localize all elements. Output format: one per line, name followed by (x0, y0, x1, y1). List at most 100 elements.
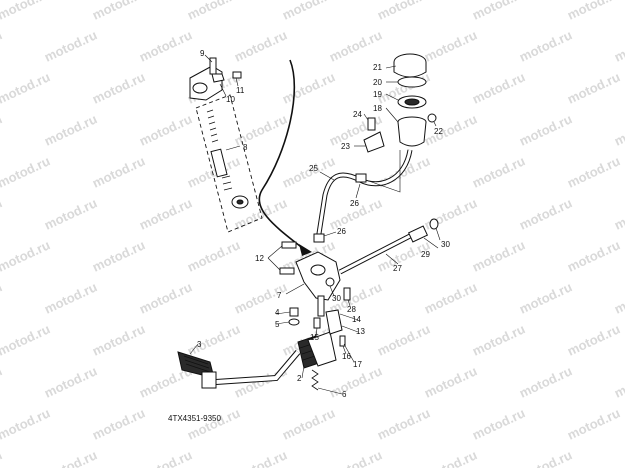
spring-6 (311, 369, 319, 391)
callout-30-upper: 30 (441, 240, 450, 249)
watermark-text: motod.ru (0, 153, 52, 190)
callout-11: 11 (236, 86, 245, 95)
washer-30 (429, 218, 439, 230)
watermark-text: motod.ru (90, 237, 147, 274)
reservoir-body (397, 121, 427, 147)
watermark-text: motod.ru (517, 279, 574, 316)
watermark-text: motod.ru (90, 0, 147, 23)
watermark-text: motod.ru (470, 0, 527, 23)
watermark-text: motod.ru (470, 153, 527, 190)
screw-22 (427, 113, 437, 123)
watermark-text: motod.ru (0, 27, 4, 64)
clip-26-upper (355, 173, 367, 183)
watermark-text: motod.ru (565, 405, 622, 442)
watermark-text: motod.ru (137, 27, 194, 64)
clevis-body (189, 65, 223, 101)
cylinder-mount-hole (310, 264, 326, 276)
callout-2: 2 (297, 374, 302, 383)
callout-8: 8 (243, 143, 248, 152)
watermark-text: motod.ru (375, 405, 432, 442)
watermark-text: motod.ru (42, 195, 99, 232)
watermark-text: motod.ru (42, 27, 99, 64)
callout-22: 22 (434, 127, 443, 136)
watermark-text: motod.ru (517, 363, 574, 400)
watermark-text: motod.ru (42, 111, 99, 148)
watermark-text: motod.ru (0, 447, 4, 468)
pedal-assembly (177, 307, 359, 395)
watermark-text: motod.ru (565, 237, 622, 274)
bolt-12-lower (279, 267, 295, 275)
rod-assembly-detail (189, 54, 263, 233)
fitting-29 (407, 225, 429, 243)
watermark-text: motod.ru (232, 447, 289, 468)
pivot-boss (307, 331, 337, 367)
watermark-text: motod.ru (280, 0, 337, 23)
watermark-text: motod.ru (185, 321, 242, 358)
watermark-text: motod.ru (137, 111, 194, 148)
rod-end-hole (236, 199, 244, 205)
callout-7: 7 (277, 291, 282, 300)
master-cylinder (267, 218, 441, 317)
watermark-text: motod.ru (375, 321, 432, 358)
clevis-hole (192, 82, 208, 94)
watermark-text: motod.ru (0, 405, 52, 442)
arrow-head (299, 244, 312, 256)
callout-26-upper: 26 (350, 199, 359, 208)
callout-28: 28 (347, 305, 356, 314)
watermark-text: motod.ru (0, 69, 52, 106)
bolt-11 (232, 71, 242, 79)
pedal-pivot (201, 371, 217, 389)
diaphragm-center (404, 98, 420, 106)
part-code: 4TX4351-9350 (168, 414, 221, 423)
watermark-text: motod.ru (470, 69, 527, 106)
watermark-text: motod.ru (327, 447, 384, 468)
watermark-text: motod.ru (0, 195, 4, 232)
push-rod (317, 295, 325, 317)
callout-labels: 9 10 11 8 21 20 19 18 24 22 23 25 26 26 … (197, 49, 450, 399)
washer-5 (288, 318, 300, 326)
watermark-text: motod.ru (612, 363, 625, 400)
watermark-text: motod.ru (42, 279, 99, 316)
reservoir-assembly (313, 53, 437, 243)
callout-9: 9 (200, 49, 205, 58)
callout-10: 10 (226, 95, 235, 104)
callout-4: 4 (275, 308, 280, 317)
watermark-text: motod.ru (612, 447, 625, 468)
callout-30-lower: 30 (332, 294, 341, 303)
watermark-text: motod.ru (137, 279, 194, 316)
watermark-text: motod.ru (565, 321, 622, 358)
pedal-arm (215, 350, 300, 384)
watermark-text: motod.ru (90, 153, 147, 190)
callout-18: 18 (373, 104, 382, 113)
watermark-text: motod.ru (470, 237, 527, 274)
watermark-text: motod.ru (232, 111, 289, 148)
callout-5: 5 (275, 320, 280, 329)
plate-20 (397, 76, 427, 88)
watermark-text: motod.ru (0, 0, 52, 23)
watermark-text: motod.ru (422, 363, 479, 400)
rod-thread (221, 175, 233, 191)
bolt-24 (367, 117, 376, 131)
clip-26-lower (313, 233, 325, 243)
watermark-text: motod.ru (327, 27, 384, 64)
rod-8 (210, 148, 228, 178)
watermark-text: motod.ru (185, 237, 242, 274)
watermark-text: motod.ru (612, 195, 625, 232)
watermark-text: motod.ru (470, 321, 527, 358)
watermark-text: motod.ru (185, 405, 242, 442)
pedal-pad-ridges (183, 355, 211, 373)
watermark-text: motod.ru (280, 69, 337, 106)
callout-15: 15 (310, 333, 319, 342)
watermark-text: motod.ru (0, 321, 52, 358)
detail-dashed-outline (195, 94, 263, 233)
watermark-text: motod.ru (422, 447, 479, 468)
bolt-9 (209, 57, 217, 75)
watermark-text: motod.ru (42, 447, 99, 468)
callout-13: 13 (356, 327, 365, 336)
callout-27: 27 (393, 264, 402, 273)
watermark-text: motod.ru (42, 363, 99, 400)
watermark-text: motod.ru (517, 111, 574, 148)
watermark-text: motod.ru (422, 279, 479, 316)
